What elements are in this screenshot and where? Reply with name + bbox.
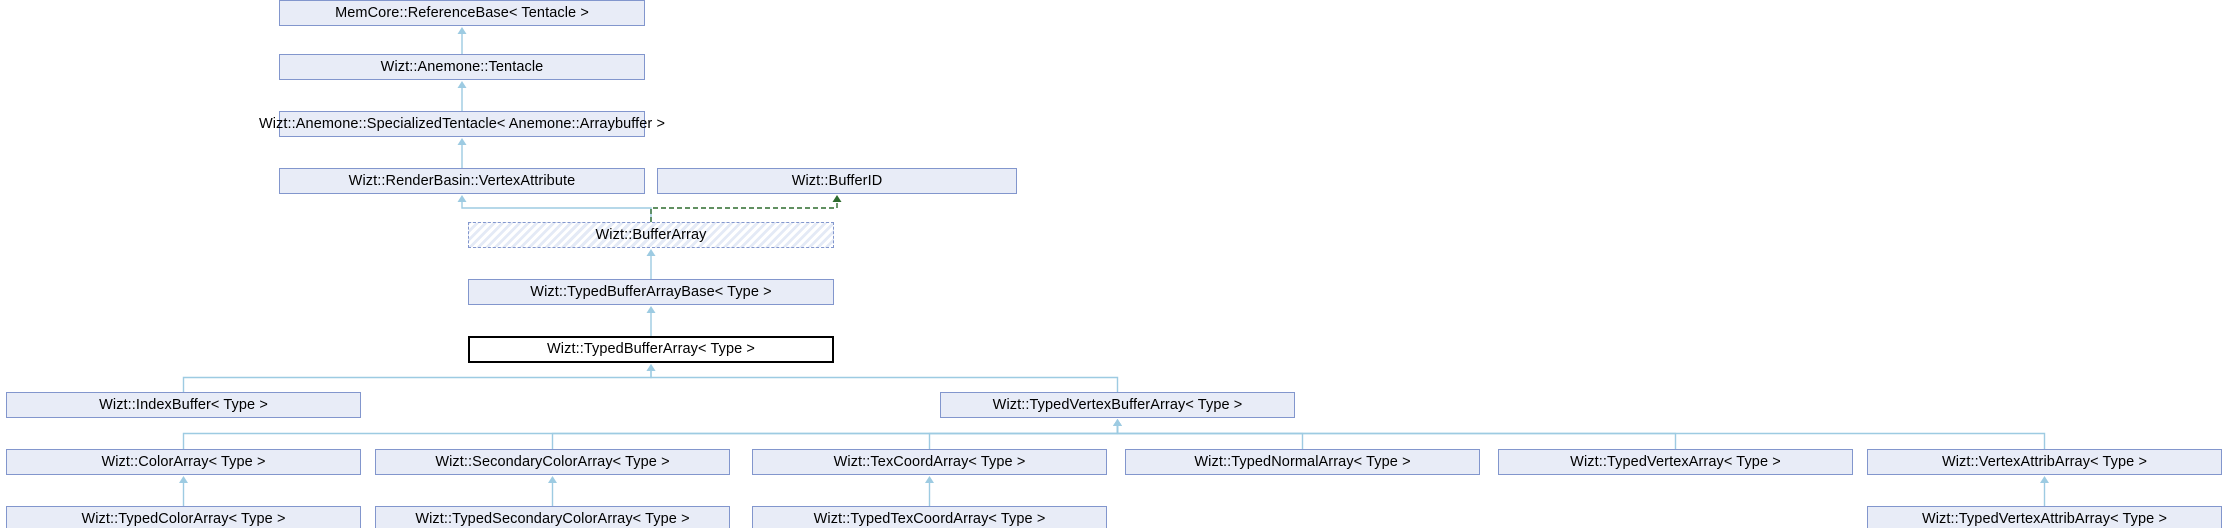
edge-vertexattr-to-spectentacle-arrowhead [457, 138, 467, 145]
edge-secondarycolor-to-typedvertexbuf-arrowhead [1113, 419, 1122, 426]
class-node-label: Wizt::TypedVertexArray< Type > [1570, 453, 1781, 470]
class-node-label: Wizt::TypedVertexBufferArray< Type > [992, 396, 1243, 413]
class-node-label: Wizt::Anemone::SpecializedTentacle< Anem… [258, 115, 666, 132]
edge-indexbuffer-to-typedbuffer-line [182, 370, 652, 392]
edge-typedvertex-to-typedvertexbuf [1113, 419, 1677, 449]
edge-vertexattrib-to-typedvertexbuf-arrowhead [1113, 419, 1122, 426]
class-node-indexbuffer[interactable]: Wizt::IndexBuffer< Type > [6, 392, 361, 418]
class-node-label: Wizt::BufferID [791, 172, 883, 189]
class-node-label: MemCore::ReferenceBase< Tentacle > [335, 4, 589, 21]
edge-spectentacle-to-tentacle-arrowhead [457, 81, 467, 88]
edge-bufferarray-to-bufferid-arrowhead [832, 195, 842, 202]
edge-typedvertexbuf-to-typedbuffer [646, 364, 1119, 392]
class-node-label: Wizt::TypedSecondaryColorArray< Type > [415, 510, 690, 527]
edge-bufferarray-to-vertexattr-line [461, 201, 652, 222]
edge-typednormal-to-typedvertexbuf [1113, 419, 1304, 449]
edge-texcoord-to-typedvertexbuf-arrowhead [1113, 419, 1122, 426]
edge-indexbuffer-to-typedbuffer [182, 364, 656, 392]
edge-typedvertexbuf-to-typedbuffer-arrowhead [646, 364, 656, 371]
class-node-typednormal[interactable]: Wizt::TypedNormalArray< Type > [1125, 449, 1480, 475]
edge-secondarycolor-to-typedvertexbuf [551, 419, 1122, 449]
class-node-vertexattr[interactable]: Wizt::RenderBasin::VertexAttribute [279, 168, 645, 194]
edge-colorarray-to-typedvertexbuf-line [182, 425, 1119, 449]
edge-bufferarray-to-bufferid-line [650, 201, 838, 222]
edge-typedcolor-to-colorarray [179, 476, 188, 506]
class-node-label: Wizt::TypedColorArray< Type > [81, 510, 286, 527]
edge-spectentacle-to-tentacle [457, 81, 467, 111]
class-node-label: Wizt::TexCoordArray< Type > [833, 453, 1026, 470]
class-node-label: Wizt::TypedVertexAttribArray< Type > [1921, 510, 2168, 527]
class-node-typedvertex[interactable]: Wizt::TypedVertexArray< Type > [1498, 449, 1853, 475]
edge-typedbase-to-bufferarray [646, 249, 656, 279]
class-node-label: Wizt::VertexAttribArray< Type > [1941, 453, 2148, 470]
edge-typedcolor-to-colorarray-arrowhead [179, 476, 188, 483]
edge-tentacle-to-refbase-arrowhead [457, 27, 467, 34]
class-node-texcoord[interactable]: Wizt::TexCoordArray< Type > [752, 449, 1107, 475]
edge-indexbuffer-to-typedbuffer-arrowhead [646, 364, 656, 371]
class-node-bufferarray[interactable]: Wizt::BufferArray [468, 222, 834, 248]
class-node-typedvertexattr[interactable]: Wizt::TypedVertexAttribArray< Type > [1867, 506, 2222, 528]
edge-texcoord-to-typedvertexbuf [928, 419, 1122, 449]
class-node-spectentacle[interactable]: Wizt::Anemone::SpecializedTentacle< Anem… [259, 111, 665, 137]
class-node-secondarycolor[interactable]: Wizt::SecondaryColorArray< Type > [375, 449, 730, 475]
class-node-label: Wizt::TypedBufferArrayBase< Type > [530, 283, 772, 300]
edge-typedvertex-to-typedvertexbuf-arrowhead [1113, 419, 1122, 426]
edge-bufferarray-to-bufferid [650, 195, 842, 222]
class-node-label: Wizt::BufferArray [595, 226, 707, 243]
edge-typedvertexattr-to-vertexattrib [2040, 476, 2049, 506]
edge-typedbase-to-bufferarray-arrowhead [646, 249, 656, 256]
edge-bufferarray-to-vertexattr [457, 195, 652, 222]
class-node-label: Wizt::TypedTexCoordArray< Type > [813, 510, 1046, 527]
edge-secondarycolor-to-typedvertexbuf-line [551, 425, 1119, 449]
edge-colorarray-to-typedvertexbuf [182, 419, 1122, 449]
class-node-typedvertexbuf[interactable]: Wizt::TypedVertexBufferArray< Type > [940, 392, 1295, 418]
class-node-label: Wizt::SecondaryColorArray< Type > [435, 453, 670, 470]
edge-typedtexcoord-to-texcoord [925, 476, 934, 506]
edge-vertexattrib-to-typedvertexbuf-line [1116, 425, 2046, 449]
class-node-label: Wizt::Anemone::Tentacle [380, 58, 544, 75]
edge-typedsecondary-to-secondarycolor-arrowhead [548, 476, 557, 483]
edge-vertexattr-to-spectentacle [457, 138, 467, 168]
edge-typednormal-to-typedvertexbuf-line [1116, 425, 1304, 449]
edge-typedvertexbuf-to-typedbuffer-line [650, 370, 1119, 392]
edge-typedvertexattr-to-vertexattrib-arrowhead [2040, 476, 2049, 483]
class-node-typedbase[interactable]: Wizt::TypedBufferArrayBase< Type > [468, 279, 834, 305]
edge-typedbuffer-to-typedbase-arrowhead [646, 306, 656, 313]
edge-typednormal-to-typedvertexbuf-arrowhead [1113, 419, 1122, 426]
class-node-label: Wizt::TypedBufferArray< Type > [547, 341, 755, 358]
edge-vertexattrib-to-typedvertexbuf [1113, 419, 2046, 449]
edge-bufferarray-to-vertexattr-arrowhead [457, 195, 467, 202]
class-node-label: Wizt::IndexBuffer< Type > [99, 396, 268, 413]
class-node-typedtexcoord[interactable]: Wizt::TypedTexCoordArray< Type > [752, 506, 1107, 528]
edge-texcoord-to-typedvertexbuf-line [928, 425, 1119, 449]
class-node-colorarray[interactable]: Wizt::ColorArray< Type > [6, 449, 361, 475]
class-node-tentacle[interactable]: Wizt::Anemone::Tentacle [279, 54, 645, 80]
edge-typedbuffer-to-typedbase [646, 306, 656, 336]
class-node-label: Wizt::ColorArray< Type > [101, 453, 266, 470]
edge-colorarray-to-typedvertexbuf-arrowhead [1113, 419, 1122, 426]
class-node-typedcolor[interactable]: Wizt::TypedColorArray< Type > [6, 506, 361, 528]
edge-tentacle-to-refbase [457, 27, 467, 54]
edge-typedtexcoord-to-texcoord-arrowhead [925, 476, 934, 483]
class-node-bufferid[interactable]: Wizt::BufferID [657, 168, 1017, 194]
class-node-refbase[interactable]: MemCore::ReferenceBase< Tentacle > [279, 0, 645, 26]
class-node-vertexattrib[interactable]: Wizt::VertexAttribArray< Type > [1867, 449, 2222, 475]
edge-typedsecondary-to-secondarycolor [548, 476, 557, 506]
edge-typedvertex-to-typedvertexbuf-line [1116, 425, 1677, 449]
class-node-label: Wizt::RenderBasin::VertexAttribute [348, 172, 576, 189]
class-node-typedsecondary[interactable]: Wizt::TypedSecondaryColorArray< Type > [375, 506, 730, 528]
class-node-label: Wizt::TypedNormalArray< Type > [1194, 453, 1411, 470]
class-node-typedbuffer[interactable]: Wizt::TypedBufferArray< Type > [468, 336, 834, 363]
